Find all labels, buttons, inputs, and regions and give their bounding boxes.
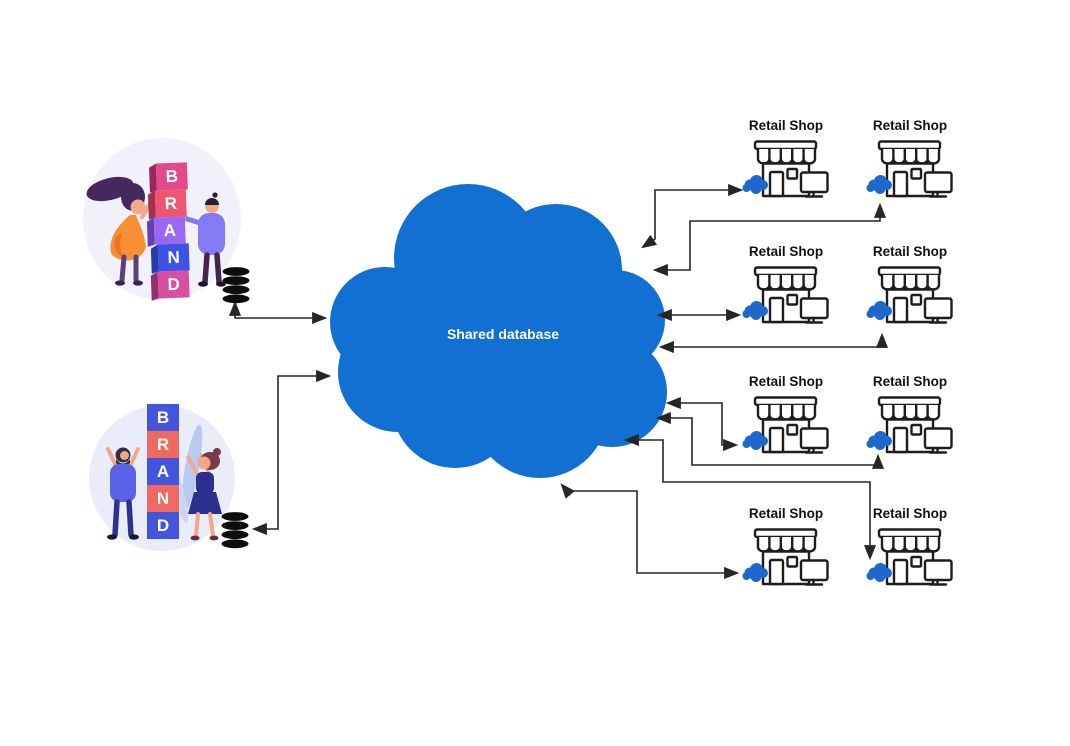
shop-node-r4c2: Retail Shop (866, 505, 954, 590)
svg-text:D: D (157, 516, 169, 535)
svg-text:R: R (157, 435, 169, 454)
storefront-icon (866, 394, 954, 458)
shop-label: Retail Shop (748, 506, 824, 521)
brand-blocks-2: B R A N D (147, 404, 179, 539)
storefront-icon (742, 526, 830, 590)
svg-text:A: A (157, 462, 169, 481)
connector-arrows (228, 183, 889, 580)
shop-label: Retail Shop (872, 244, 948, 259)
shop-node-r2c1: Retail Shop (742, 243, 830, 328)
arrow-cloud-shop-r4c1 (560, 483, 740, 580)
svg-text:A: A (163, 221, 176, 240)
database-icon (221, 512, 249, 549)
shop-node-r1c1: Retail Shop (742, 117, 830, 202)
arrow-cloud-shop-r4c2 (623, 433, 877, 561)
shop-label: Retail Shop (748, 374, 824, 389)
cloud-label: Shared database (447, 326, 559, 342)
shop-node-r3c2: Retail Shop (866, 373, 954, 458)
arrow-cloud-shop-r2c2 (658, 332, 889, 354)
storefront-icon (866, 138, 954, 202)
storefront-icon (742, 264, 830, 328)
shop-node-r1c2: Retail Shop (866, 117, 954, 202)
arrow-cloud-shop-r3c1 (665, 396, 739, 452)
arrow-cloud-shop-r1c1 (641, 183, 744, 249)
storefront-icon (866, 264, 954, 328)
arrow-brand2-to-cloud (251, 369, 332, 536)
svg-text:N: N (157, 489, 169, 508)
shop-node-r4c1: Retail Shop (742, 505, 830, 590)
shop-label: Retail Shop (872, 506, 948, 521)
svg-text:B: B (165, 167, 178, 186)
shop-label: Retail Shop (872, 118, 948, 133)
shop-label: Retail Shop (748, 244, 824, 259)
arrow-cloud-shop-r1c2 (652, 202, 887, 277)
storefront-icon (866, 526, 954, 590)
shop-node-r2c2: Retail Shop (866, 243, 954, 328)
arrow-brand1-to-cloud (228, 300, 328, 325)
svg-text:D: D (167, 275, 180, 294)
brand-illustration-2: B R A N D (89, 404, 235, 551)
storefront-icon (742, 138, 830, 202)
person-woman (186, 448, 222, 541)
shop-label: Retail Shop (872, 374, 948, 389)
shop-node-r3c1: Retail Shop (742, 373, 830, 458)
storefront-icon (742, 394, 830, 458)
svg-text:B: B (157, 408, 169, 427)
shop-label: Retail Shop (748, 118, 824, 133)
brand-illustration-1: B R A N D (83, 138, 241, 301)
database-icon (222, 267, 250, 304)
brand-blocks-1: B R A N D (146, 162, 190, 301)
person-woman (86, 176, 158, 286)
shared-database-cloud (330, 184, 667, 478)
person-man (106, 447, 140, 540)
svg-text:N: N (167, 248, 180, 267)
svg-text:R: R (164, 194, 177, 213)
